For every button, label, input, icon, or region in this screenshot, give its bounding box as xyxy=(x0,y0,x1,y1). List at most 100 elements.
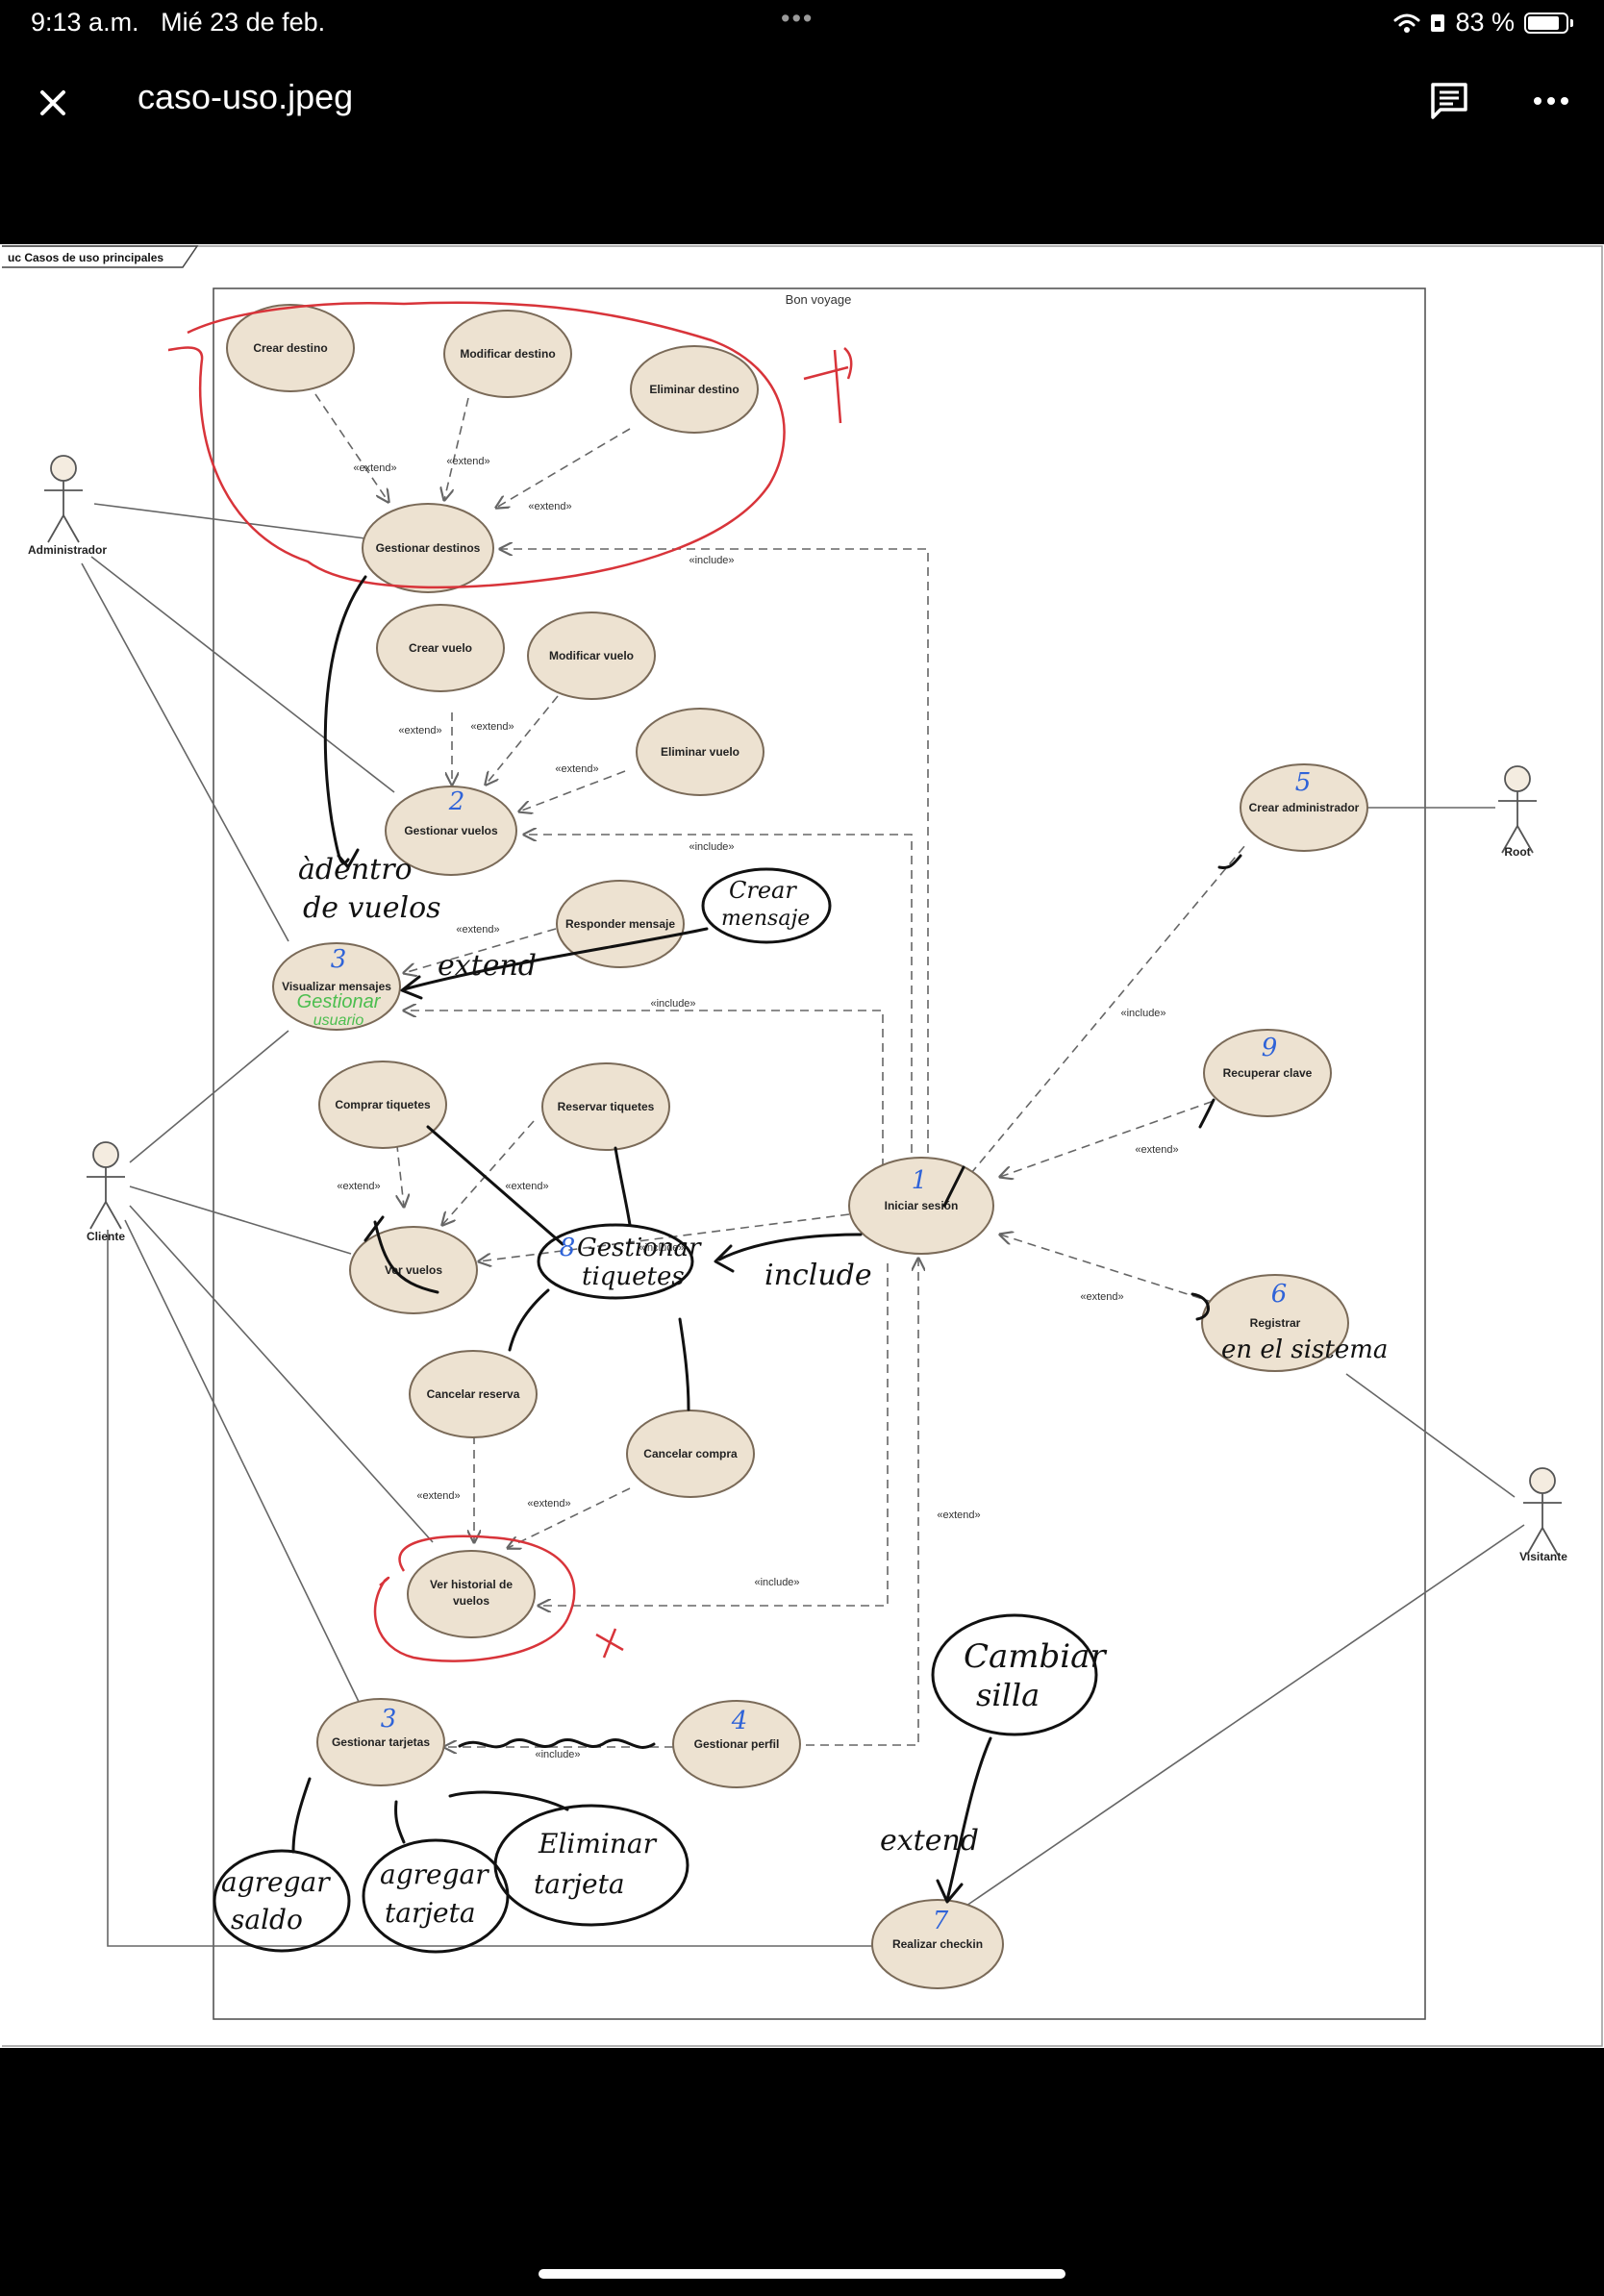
more-icon[interactable] xyxy=(1529,79,1573,123)
use-case-diagram: uc Casos de uso principales Bon voyage xyxy=(2,245,1603,2047)
system-name: Bon voyage xyxy=(786,292,852,307)
uc-ver-historial-vuelos: Ver historial de vuelos xyxy=(407,1550,536,1638)
actor-label-visitante: Visitante xyxy=(1519,1550,1567,1563)
label-modificar-destino: Modificar destino xyxy=(460,347,555,361)
label-include: «include» xyxy=(689,555,734,566)
label-crear-vuelo: Crear vuelo xyxy=(409,641,472,655)
image-view[interactable]: uc Casos de uso principales Bon voyage xyxy=(0,244,1604,2048)
uc-modificar-destino: Modificar destino xyxy=(443,310,572,398)
label-extend: «extend» xyxy=(555,763,598,775)
label-cancelar-reserva: Cancelar reserva xyxy=(427,1387,520,1401)
uc-eliminar-destino: Eliminar destino xyxy=(630,345,759,434)
note-agregar-saldo-2: saldo xyxy=(231,1904,303,1935)
label-include: «include» xyxy=(689,841,734,853)
label-gestionar-tarjetas: Gestionar tarjetas xyxy=(332,1735,430,1749)
note-gestionar-usuarios-2: usuario xyxy=(313,1012,364,1029)
label-gestionar-vuelos: Gestionar vuelos xyxy=(404,824,498,837)
battery-icon xyxy=(1524,12,1568,34)
note-agregar-saldo-1: agregar xyxy=(221,1866,331,1898)
label-n1: 1 xyxy=(912,1166,928,1195)
label-reservar-tiquetes: Reservar tiquetes xyxy=(558,1100,655,1113)
label-n9: 9 xyxy=(1262,1034,1278,1062)
note-extend-1: extend xyxy=(438,949,537,983)
label-iniciar-sesion: Iniciar sesión xyxy=(885,1199,959,1212)
status-indicators: 83 % xyxy=(1393,8,1573,37)
label-recuperar-clave: Recuperar clave xyxy=(1223,1066,1313,1080)
note-crear-mensaje-2: mensaje xyxy=(721,907,810,931)
black-ink-annotations: àdentro de vuelos Crear mensaje extend G… xyxy=(213,575,1388,1954)
system-boundary xyxy=(213,287,1426,2020)
note-agregar-tarjeta-1: agregar xyxy=(380,1859,489,1890)
label-ver-historial-1: Ver historial de xyxy=(430,1578,513,1591)
label-eliminar-destino: Eliminar destino xyxy=(649,383,739,396)
label-include: «include» xyxy=(1120,1008,1165,1019)
label-realizar-checkin: Realizar checkin xyxy=(892,1937,983,1951)
uc-responder-mensaje: Responder mensaje xyxy=(556,880,685,968)
note-gestionar-usuarios-1: Gestionar xyxy=(297,991,382,1012)
note-crear-mensaje-1: Crear xyxy=(729,877,797,904)
note-adentro-1: àdentro xyxy=(298,853,413,886)
label-responder-mensaje: Responder mensaje xyxy=(565,917,675,931)
relations xyxy=(314,393,1246,1747)
label-extend: «extend» xyxy=(416,1490,460,1502)
note-eliminar-tarjeta-1: Eliminar xyxy=(538,1828,658,1859)
note-gestionar-tiquetes-2: tiquetes xyxy=(582,1262,685,1291)
actor-label-root: Root xyxy=(1504,845,1530,859)
label-extend: «extend» xyxy=(1135,1144,1178,1156)
label-gestionar-perfil: Gestionar perfil xyxy=(694,1737,780,1751)
home-indicator[interactable] xyxy=(539,2269,1065,2279)
uc-gestionar-vuelos: Gestionar vuelos xyxy=(385,786,517,876)
close-icon[interactable] xyxy=(31,81,75,125)
note-eliminar-tarjeta-2: tarjeta xyxy=(534,1868,625,1900)
label-n6: 6 xyxy=(1271,1280,1288,1309)
uc-ver-vuelos: Ver vuelos xyxy=(349,1226,478,1314)
uc-comprar-tiquetes: Comprar tiquetes xyxy=(318,1061,447,1149)
red-ink-annotations xyxy=(167,301,853,1662)
number-annotations: 1 2 3 3 4 5 6 7 8 9 xyxy=(331,768,1312,1935)
label-ver-historial-2: vuelos xyxy=(453,1594,489,1608)
uc-eliminar-vuelo: Eliminar vuelo xyxy=(636,708,764,796)
label-eliminar-vuelo: Eliminar vuelo xyxy=(661,745,739,759)
frame-label: uc Casos de uso principales xyxy=(8,251,163,264)
lock-rotation-icon xyxy=(1431,13,1445,32)
multitasking-dots-icon[interactable]: ••• xyxy=(781,4,815,33)
label-crear-destino: Crear destino xyxy=(253,341,327,355)
note-agregar-tarjeta-2: tarjeta xyxy=(385,1897,476,1929)
label-extend: «extend» xyxy=(937,1510,980,1521)
label-extend: «extend» xyxy=(470,721,514,733)
label-gestionar-destinos: Gestionar destinos xyxy=(376,541,481,555)
note-extend-2: extend xyxy=(880,1824,979,1858)
note-en-el-sistema: en el sistema xyxy=(1221,1335,1388,1364)
associations xyxy=(81,503,1525,1947)
status-date: Mié 23 de feb. xyxy=(161,8,326,37)
label-extend: «extend» xyxy=(1080,1291,1123,1303)
uc-registrar: Registrar xyxy=(1201,1274,1349,1372)
viewer-toolbar: caso-uso.jpeg xyxy=(0,58,1604,144)
actor-visitante xyxy=(1523,1467,1562,1556)
label-n2: 2 xyxy=(448,787,465,816)
uc-realizar-checkin: Realizar checkin xyxy=(871,1899,1004,1989)
label-cancelar-compra: Cancelar compra xyxy=(643,1447,738,1460)
file-title: caso-uso.jpeg xyxy=(138,77,354,116)
label-include: «include» xyxy=(535,1749,580,1760)
label-crear-administrador: Crear administrador xyxy=(1249,801,1360,814)
uc-crear-vuelo: Crear vuelo xyxy=(376,604,505,692)
uc-modificar-vuelo: Modificar vuelo xyxy=(527,611,656,700)
battery-tip xyxy=(1570,18,1573,27)
label-extend: «extend» xyxy=(337,1181,380,1192)
battery-percent: 83 % xyxy=(1455,8,1515,37)
status-time: 9:13 a.m. Mié 23 de feb. xyxy=(31,8,326,37)
uc-cancelar-compra: Cancelar compra xyxy=(626,1410,755,1498)
actor-administrador xyxy=(44,455,83,543)
label-extend: «extend» xyxy=(446,456,489,467)
uc-crear-administrador: Crear administrador xyxy=(1240,763,1368,852)
uc-cancelar-reserva: Cancelar reserva xyxy=(409,1350,538,1438)
status-bar: 9:13 a.m. Mié 23 de feb. ••• 83 % xyxy=(0,0,1604,48)
comment-icon[interactable] xyxy=(1427,79,1471,123)
label-extend: «extend» xyxy=(456,924,499,936)
label-n3b: 3 xyxy=(381,1705,397,1734)
label-extend: «extend» xyxy=(527,1498,570,1510)
actor-cliente xyxy=(87,1141,125,1230)
uc-reservar-tiquetes: Reservar tiquetes xyxy=(541,1062,670,1151)
label-include: «include» xyxy=(639,1242,684,1254)
